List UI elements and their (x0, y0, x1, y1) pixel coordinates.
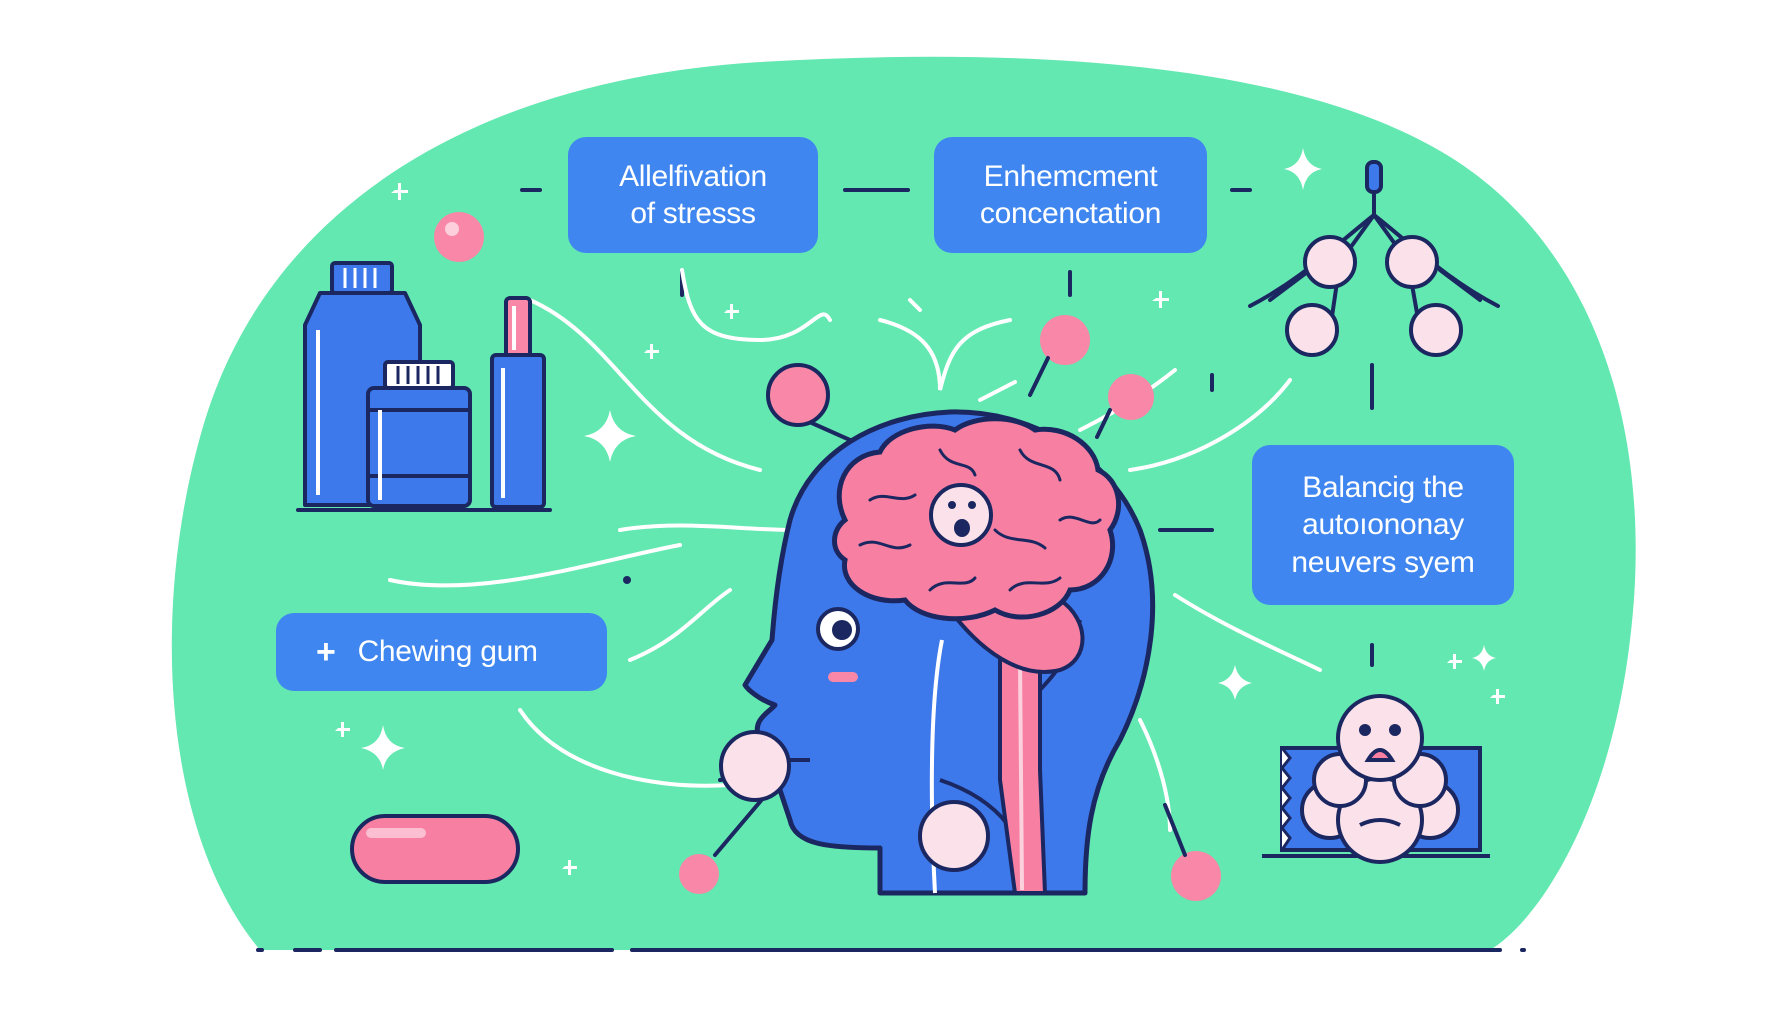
decor-dots (623, 576, 631, 584)
stress-relief-label: Allelfivation of stresss (568, 137, 818, 253)
autonomic-label-line3: neuvers syem (1291, 545, 1475, 579)
gum-ball-white-icons (719, 730, 990, 872)
chewing-gum-text: Chewing gum (357, 635, 538, 669)
concentration-label: Enhemcment concenctation (934, 137, 1207, 253)
autonomic-label-line1: Balancig the (1302, 470, 1464, 504)
autonomic-nervous-system-label: Balancig the autoıononay neuvers syem (1252, 445, 1514, 605)
gum-stick-icon (350, 814, 520, 884)
gum-character-icon (1262, 694, 1490, 864)
lip-balm-icon (490, 296, 546, 509)
sparkle-icon (335, 148, 1505, 875)
plus-icon: + (316, 632, 336, 671)
stress-label-line2: of stresss (630, 197, 756, 230)
stress-label-line1: Allelfivation (619, 159, 767, 193)
chewing-gum-label: + Chewing gum (276, 613, 607, 691)
molecule-cluster-icon (1248, 160, 1500, 357)
concentration-label-line1: Enhemcment (983, 159, 1158, 193)
gum-ball-head (766, 363, 830, 427)
label-connector-dashes (520, 188, 1374, 667)
medicine-bottle-icon (303, 261, 472, 508)
gum-ball-icons (434, 212, 1221, 901)
concentration-label-line2: concenctation (979, 197, 1162, 230)
autonomic-label-line2: autoıononay (1302, 508, 1464, 542)
brain-icon (832, 416, 1121, 622)
